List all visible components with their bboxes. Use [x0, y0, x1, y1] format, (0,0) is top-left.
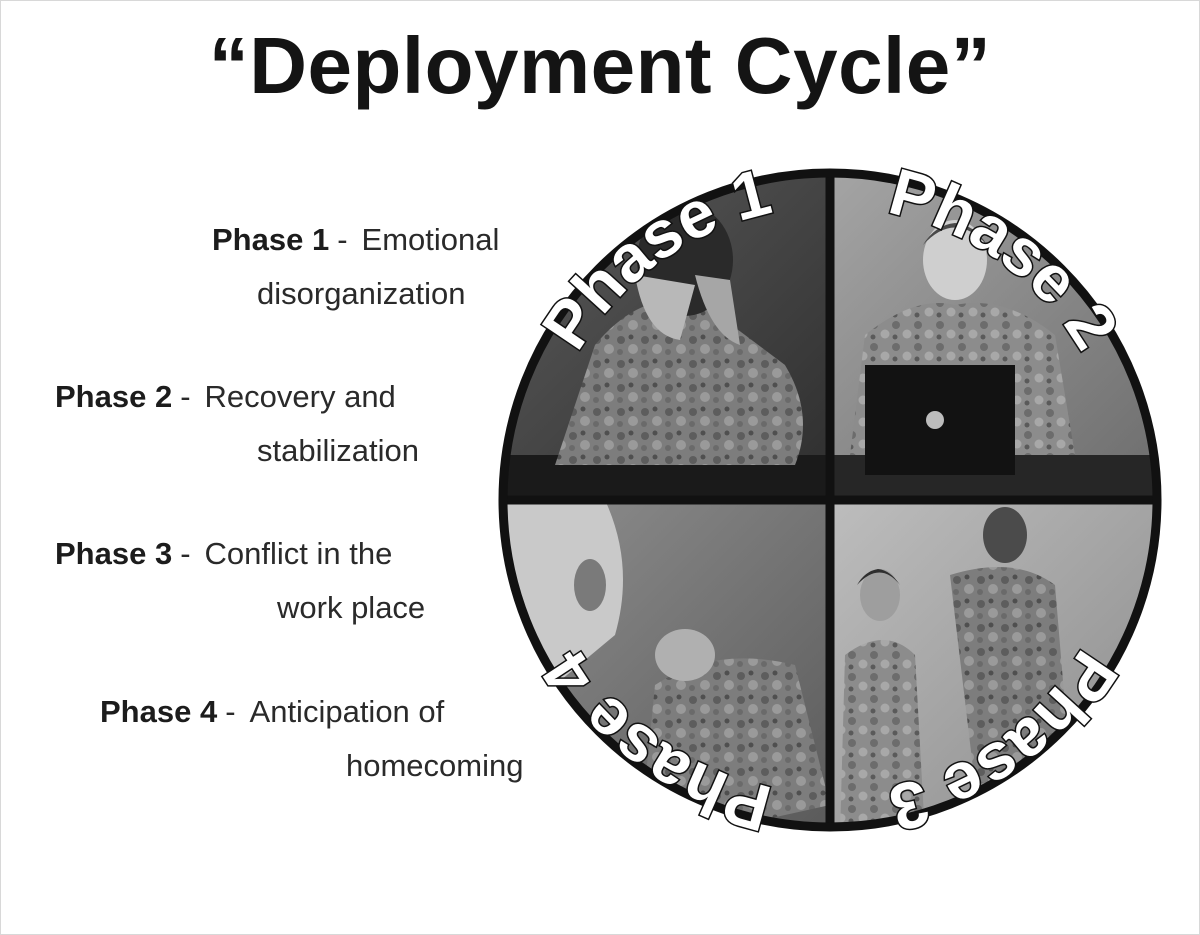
phase-3-label: Phase 3	[55, 536, 173, 571]
wheel-outline	[498, 168, 1162, 832]
phase-4-text-line2: homecoming	[346, 748, 524, 783]
phase-3-dash: -	[180, 536, 191, 571]
phase-1-text-line2: disorganization	[257, 276, 466, 311]
phase-2-dash: -	[180, 379, 191, 414]
phase-2-description: Phase 2-Recovery and stabilization	[55, 370, 419, 468]
phase-1-description: Phase 1-Emotional disorganization	[212, 213, 500, 311]
phase-2-text-line1: Recovery and	[204, 379, 396, 414]
phase-4-description: Phase 4-Anticipation of homecoming	[100, 685, 523, 783]
phase-3-text-line1: Conflict in the	[204, 536, 393, 571]
phase-1-dash: -	[337, 222, 348, 257]
phase-2-label: Phase 2	[55, 379, 173, 414]
phase-4-text-line1: Anticipation of	[249, 694, 445, 729]
phase-1-text-line1: Emotional	[361, 222, 500, 257]
phase-2-text-line2: stabilization	[257, 433, 419, 468]
phase-4-label: Phase 4	[100, 694, 218, 729]
deployment-cycle-wheel: Phase 1 Phase 2 Phase 3 Phase 4	[495, 165, 1165, 835]
page-title: “Deployment Cycle”	[208, 21, 992, 110]
phase-3-description: Phase 3-Conflict in the work place	[55, 527, 425, 625]
quadrant-1-photo	[503, 173, 830, 500]
phase-1-label: Phase 1	[212, 222, 330, 257]
phase-4-dash: -	[225, 694, 236, 729]
wheel-graphic: Phase 1 Phase 2 Phase 3 Phase 4	[498, 165, 1162, 835]
phase-3-text-line2: work place	[277, 590, 426, 625]
